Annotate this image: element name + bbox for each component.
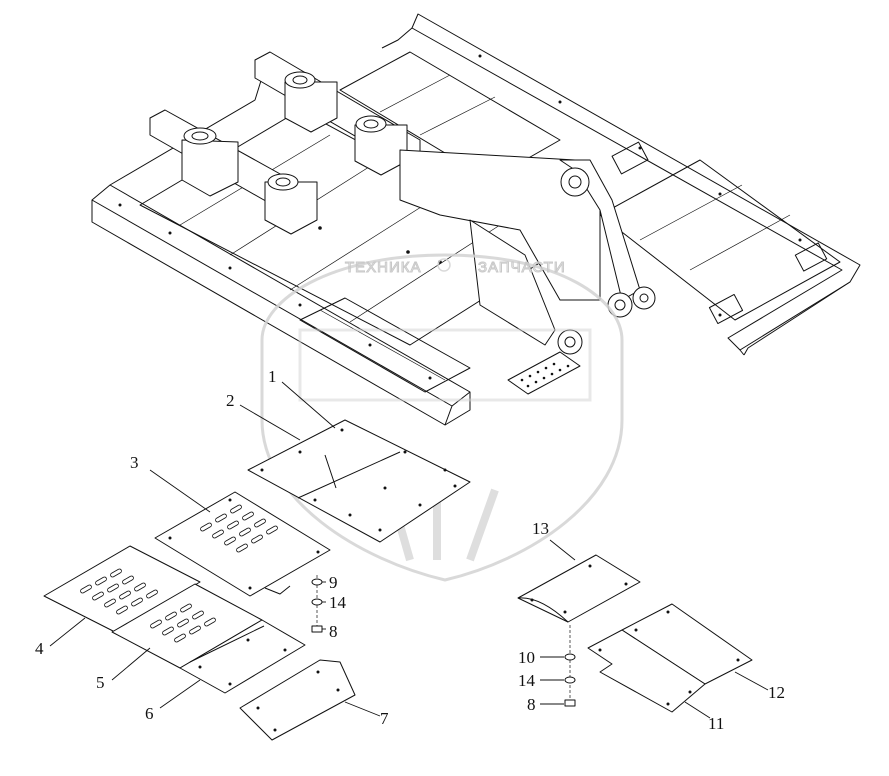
plate-11 [587,629,706,713]
callout-9: 9 [329,573,338,592]
callout-10: 10 [518,648,535,667]
bolt-8-icon [311,625,323,633]
washer-9-icon [311,578,323,586]
plate-6 [179,619,306,694]
pedestal-center-left [264,173,318,235]
plate-3-slots [200,504,278,553]
bolt-8b-icon [564,699,576,707]
pedestal-left [181,127,239,197]
washer-10-icon [564,653,576,661]
callout-1: 1 [268,367,277,386]
watermark-text-left: ТЕХНИКА [345,259,422,276]
callout-3: 3 [130,453,139,472]
callout-14-right: 14 [518,671,536,690]
fastener-stack-left [311,575,323,633]
plate-13 [517,554,641,623]
callout-14-left: 14 [329,593,347,612]
callout-8-right: 8 [527,695,536,714]
callout-7: 7 [380,709,389,728]
plate-5-slots [150,603,216,643]
callout-11: 11 [708,714,724,733]
plate-4-slots [80,568,158,615]
callout-labels: 1 2 3 4 5 6 7 8 9 14 13 10 14 8 12 11 [35,367,785,733]
washer-14b-icon [564,676,576,684]
washer-14-icon [311,598,323,606]
callout-5: 5 [96,673,105,692]
callout-6: 6 [145,704,154,723]
fastener-stack-right [564,625,576,707]
pedestal-rear-right [354,115,408,176]
plate-2 [247,419,471,543]
watermark-text-right: ЗАПЧАСТИ [478,259,566,276]
callout-12: 12 [768,683,785,702]
pedestal-rear-left [284,71,338,133]
callout-2: 2 [226,391,235,410]
callout-13: 13 [532,519,549,538]
callout-4: 4 [35,639,44,658]
plate-7 [239,659,356,741]
callout-8-left: 8 [329,622,338,641]
leader-lines [49,381,769,719]
main-frame [91,13,861,426]
step-plate [507,351,581,395]
plate-4 [43,545,201,633]
plate-3 [154,491,331,597]
plate-5 [111,583,263,669]
